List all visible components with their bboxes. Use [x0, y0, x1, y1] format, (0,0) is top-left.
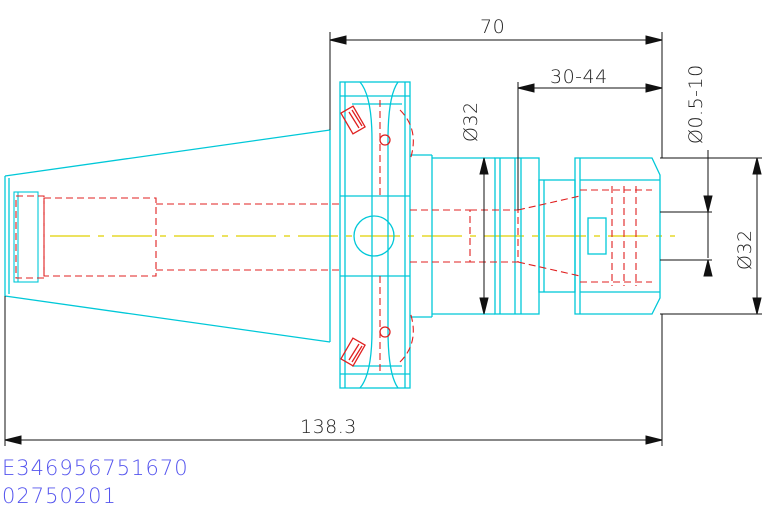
part-code-line-1: E346956751670 [2, 456, 189, 480]
hidden-lines [15, 100, 652, 372]
dim-diameter-range: Ø0.5-10 [685, 64, 707, 144]
collet-nut [574, 157, 661, 315]
dim-overall-length: 138.3 [300, 416, 357, 438]
dim-diameter-nut: Ø32 [734, 229, 756, 270]
flange [339, 81, 432, 389]
dim-diameter-body: Ø32 [460, 101, 482, 142]
body [431, 155, 576, 317]
dim-length-70: 70 [480, 16, 505, 38]
drive-key-screws [340, 105, 391, 367]
part-code-line-2: 02750201 [2, 484, 117, 508]
dim-range-30-44: 30-44 [550, 66, 608, 88]
taper-shank [4, 129, 331, 343]
dimension-lines [4, 32, 762, 446]
pull-stud-bore [13, 191, 39, 283]
